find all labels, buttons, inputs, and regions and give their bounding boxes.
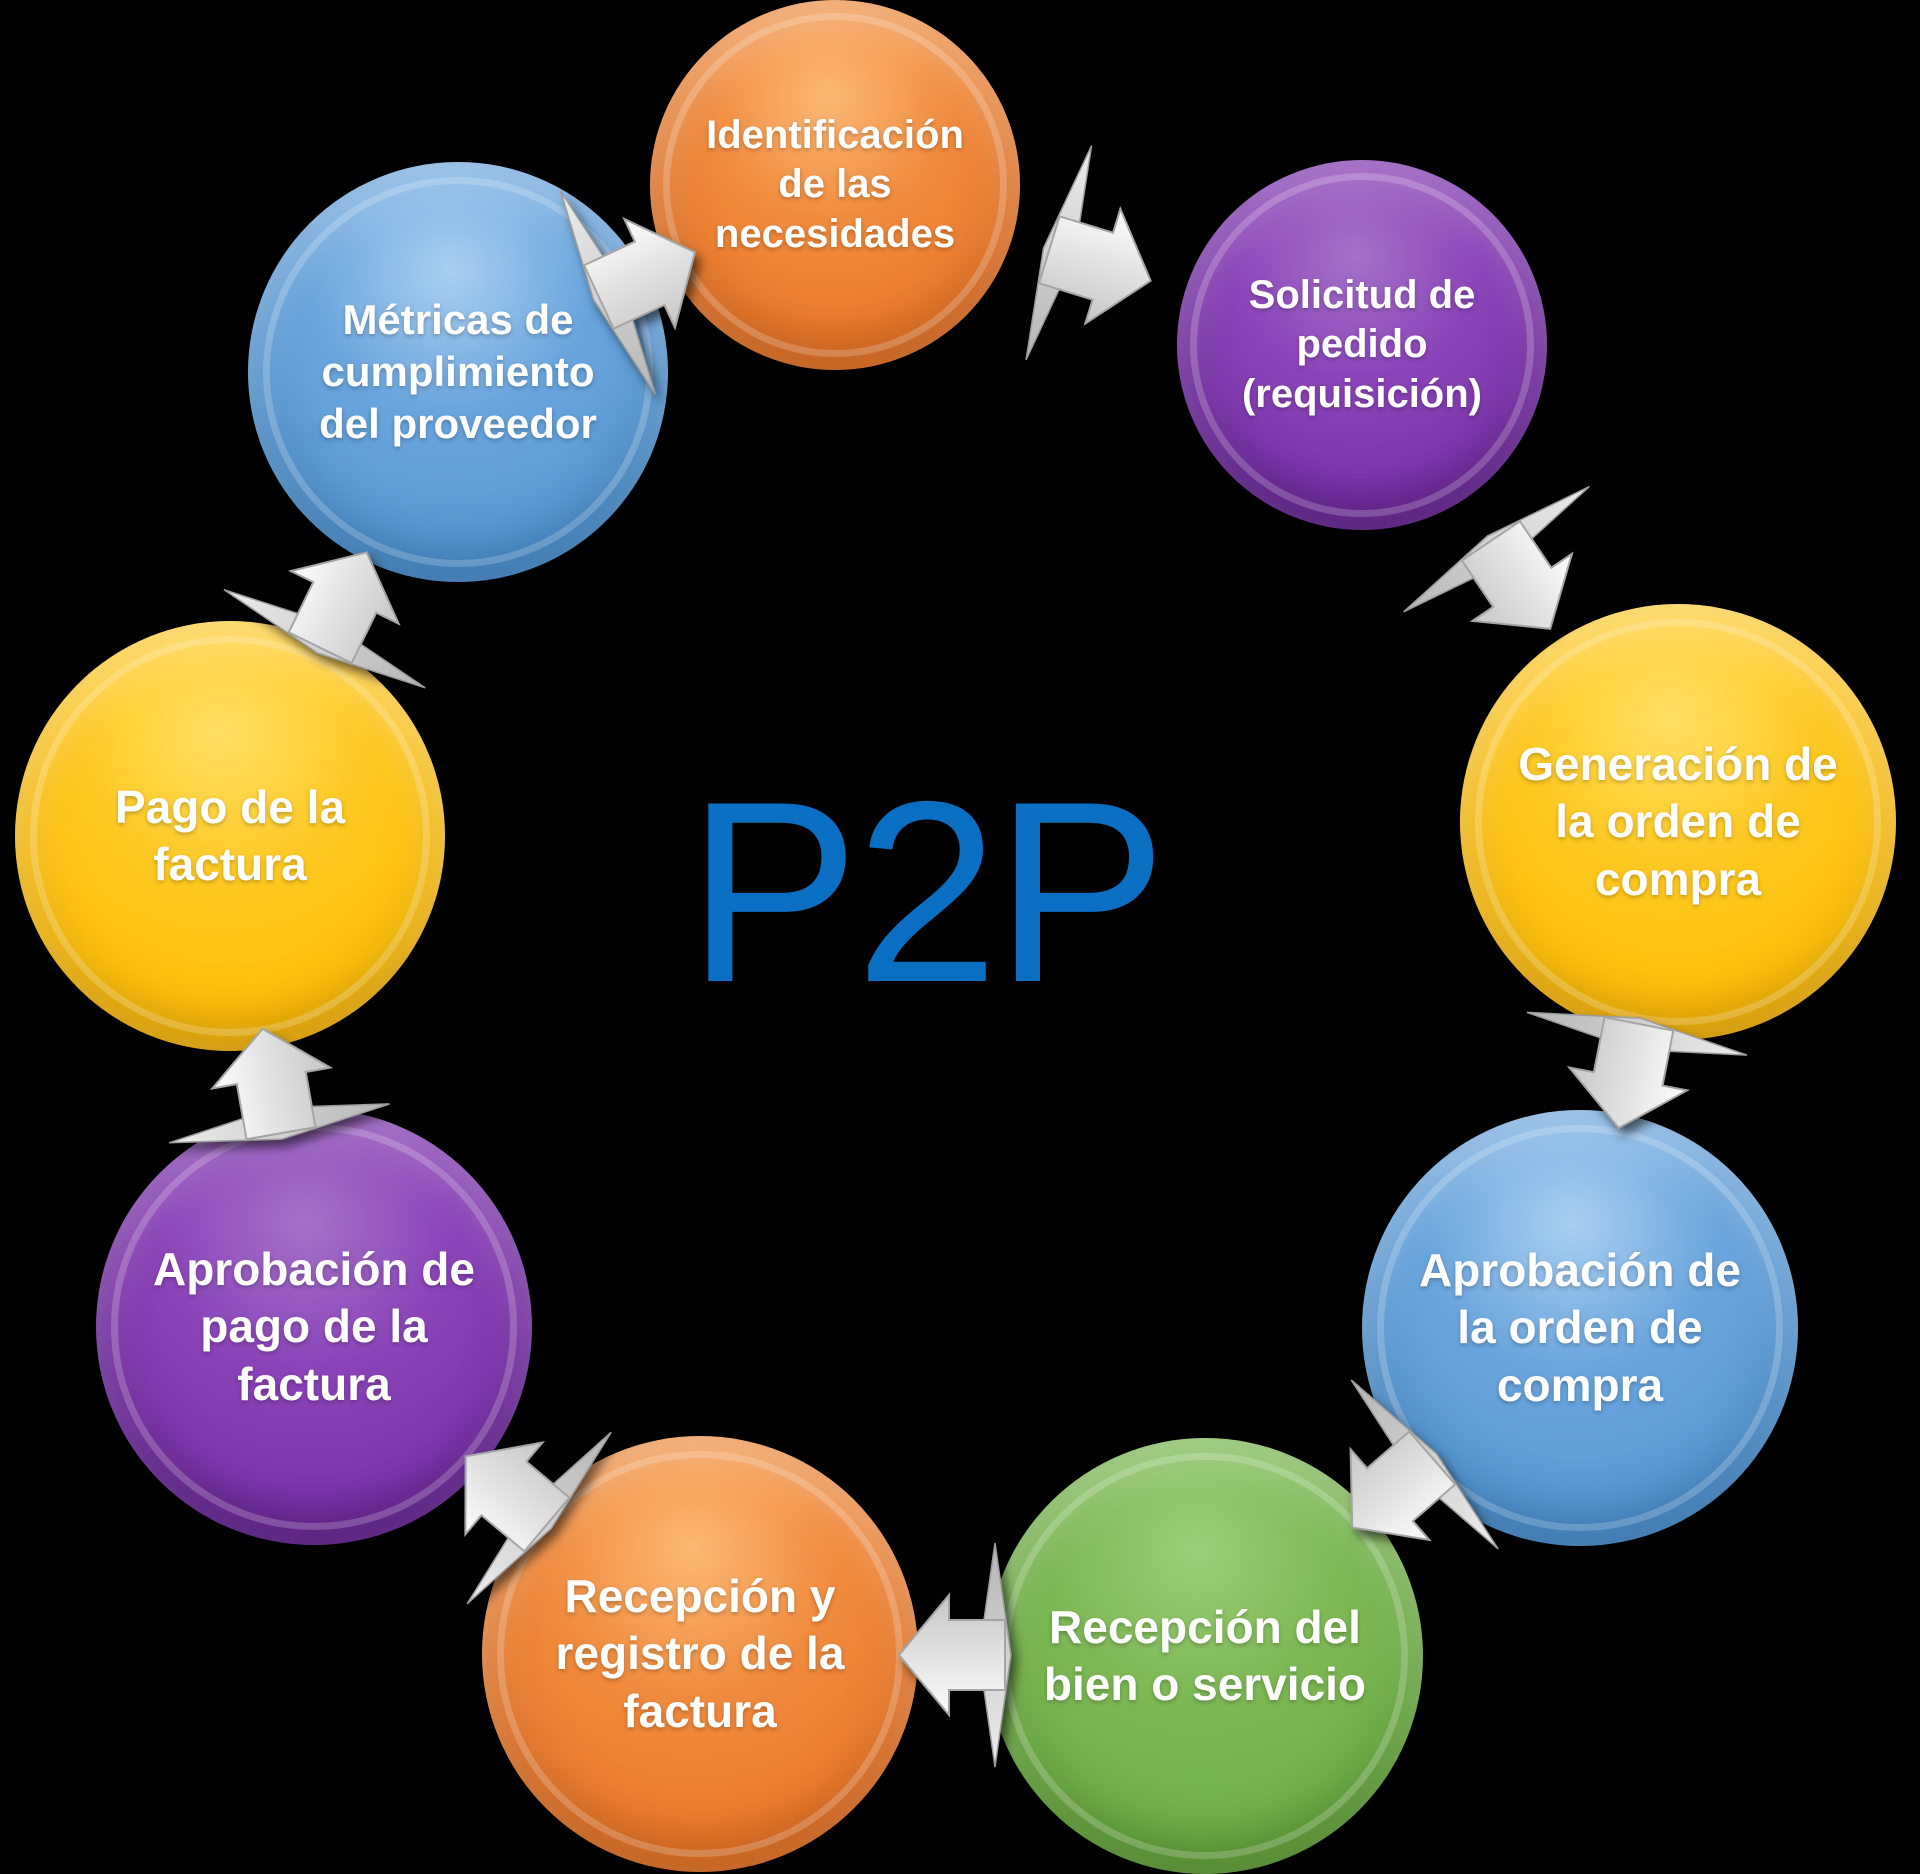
step-circle-aprobacion-pago-factura: Aprobación de pago de la factura bbox=[96, 1109, 532, 1545]
step-label: Pago de la factura bbox=[114, 780, 346, 890]
step-circle-recepcion-registro-factura: Recepción y registro de la factura bbox=[482, 1436, 918, 1872]
step-label: Métricas de cumplimiento del proveedor bbox=[319, 295, 597, 448]
step-circle-aprobacion-orden-compra: Aprobación de la orden de compra bbox=[1362, 1110, 1798, 1546]
step-circle-identificacion-necesidades: Identificación de las necesidades bbox=[650, 0, 1020, 370]
step-circle-generacion-orden-compra: Generación de la orden de compra bbox=[1460, 604, 1896, 1040]
step-label: Generación de la orden de compra bbox=[1518, 738, 1838, 905]
step-label: Aprobación de pago de la factura bbox=[152, 1243, 475, 1410]
step-label: Solicitud de pedido (requisición) bbox=[1241, 272, 1482, 416]
p2p-center-label: P2P bbox=[687, 747, 1167, 1036]
step-label: Aprobación de la orden de compra bbox=[1418, 1244, 1741, 1411]
step-label: Recepción del bien o servicio bbox=[1043, 1600, 1367, 1710]
step-circle-pago-factura: Pago de la factura bbox=[15, 621, 445, 1051]
step-circle-metricas-proveedor: Métricas de cumplimiento del proveedor bbox=[248, 162, 668, 582]
step-label: Identificación de las necesidades bbox=[706, 112, 964, 256]
step-circle-recepcion-bien-servicio: Recepción del bien o servicio bbox=[987, 1438, 1423, 1874]
step-label: Recepción y registro de la factura bbox=[555, 1570, 845, 1737]
step-circle-solicitud-pedido: Solicitud de pedido (requisición) bbox=[1177, 160, 1547, 530]
